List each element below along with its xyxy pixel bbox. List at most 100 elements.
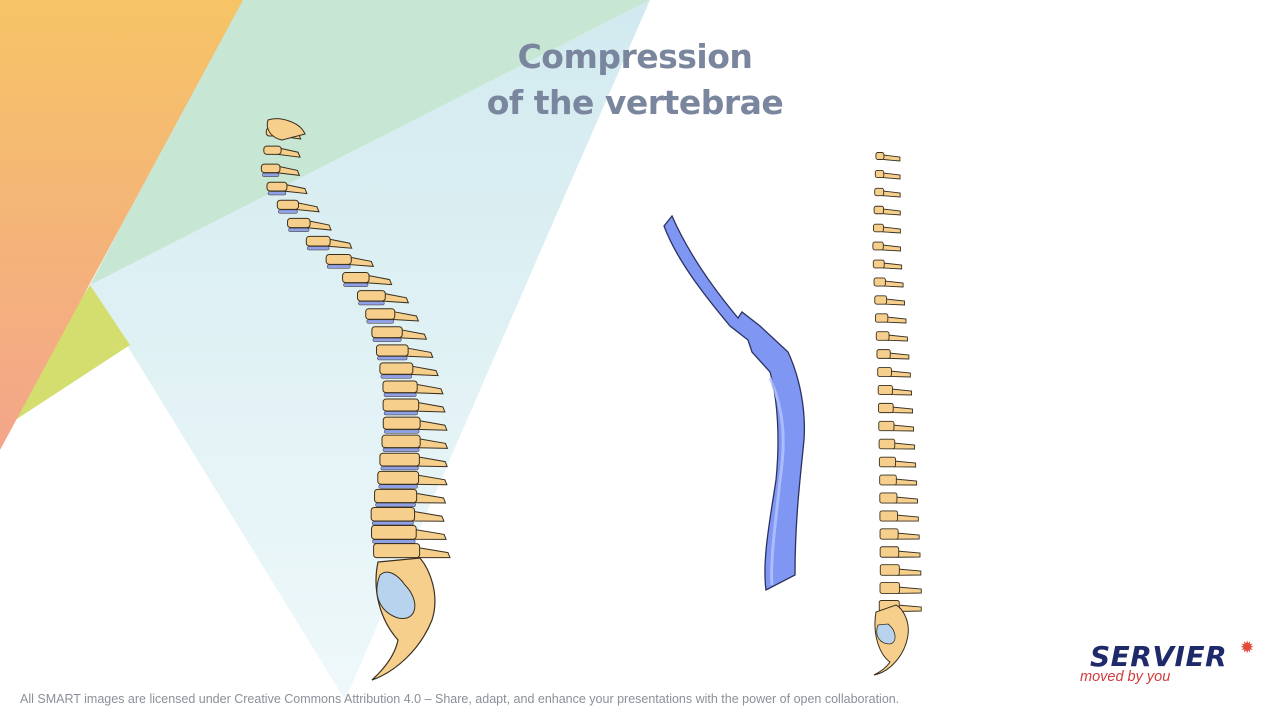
separated-vertebra	[877, 385, 912, 396]
spinous-process	[881, 226, 901, 234]
separated-vertebra	[878, 456, 917, 468]
vertebral-body	[879, 582, 900, 594]
logo-tagline: moved by you	[1080, 669, 1171, 685]
intervertebral-disc	[380, 374, 413, 379]
spinous-process	[895, 532, 920, 540]
vertebral-body	[878, 420, 895, 432]
vertebra	[373, 543, 451, 559]
vertebral-body	[379, 362, 414, 375]
separated-vertebra	[879, 528, 920, 540]
spinous-process	[882, 154, 901, 162]
separated-vertebrae-illustration	[872, 152, 922, 676]
vertebral-body	[879, 510, 898, 522]
vertebra	[382, 398, 446, 416]
vertebra	[260, 163, 301, 177]
separated-vertebra	[878, 402, 914, 414]
intervertebral-disc	[383, 411, 418, 416]
servier-logo: SERVIER ✹ moved by you	[1080, 638, 1260, 690]
vertebral-body	[874, 169, 885, 179]
separated-vertebra	[875, 331, 908, 342]
vertebral-body	[879, 564, 900, 576]
vertebral-body	[872, 259, 885, 269]
vertebral-body	[381, 434, 421, 449]
intervertebral-disc	[307, 246, 330, 251]
separated-vertebra	[879, 564, 922, 576]
vertebral-body	[371, 326, 403, 339]
vertebral-body	[878, 438, 896, 450]
vertebral-body	[877, 385, 893, 395]
intervertebral-disc	[267, 191, 287, 196]
vertebra	[365, 308, 420, 324]
compressed-column-illustration	[663, 214, 806, 592]
vertebral-body	[879, 546, 900, 558]
atlas-vertebra	[266, 118, 306, 141]
vertebra	[276, 199, 320, 214]
vertebra	[382, 416, 448, 434]
vertebral-body	[382, 416, 421, 430]
vertebra	[342, 272, 393, 287]
spinous-process	[891, 406, 914, 414]
spinous-process	[882, 262, 903, 270]
vertebral-body	[875, 331, 890, 341]
vertebra	[375, 344, 434, 361]
vertebral-body	[357, 290, 386, 302]
vertebral-body	[379, 452, 420, 467]
vertebral-body	[287, 217, 311, 229]
vertebra	[266, 181, 308, 196]
vertebral-body	[879, 528, 899, 540]
vertebral-body	[877, 367, 892, 377]
column-highlight	[768, 377, 785, 586]
spinous-process	[882, 190, 901, 198]
spinous-process	[896, 568, 922, 576]
separated-vertebra	[875, 152, 901, 162]
spinous-process	[886, 316, 907, 324]
vertebral-body	[873, 205, 884, 215]
title-line-1: Compression	[517, 37, 753, 76]
spinous-process	[894, 478, 918, 486]
vertebral-body	[266, 181, 288, 192]
separated-vertebra	[874, 187, 901, 198]
bg-shape-lime	[0, 285, 130, 430]
vertebral-body	[342, 272, 370, 284]
separated-vertebra	[879, 492, 918, 504]
separated-vertebra	[873, 277, 904, 288]
spinous-process	[896, 550, 921, 558]
vertebral-body	[276, 199, 299, 210]
vertebral-body	[374, 488, 418, 504]
vertebral-body	[878, 456, 896, 468]
intervertebral-disc	[262, 172, 280, 177]
vertebral-body	[874, 187, 885, 197]
vertebra	[371, 525, 447, 544]
vertebral-body	[876, 349, 891, 359]
intervertebral-disc	[366, 319, 395, 324]
intervertebral-disc	[380, 466, 419, 471]
intervertebral-disc	[288, 227, 310, 232]
separated-vertebra	[873, 223, 901, 234]
spinous-process	[881, 244, 901, 252]
vertebra	[371, 326, 428, 342]
vertebral-body	[879, 492, 898, 504]
sacral-foramen	[376, 571, 416, 619]
vertebral-body	[875, 313, 889, 323]
vertebral-body	[872, 241, 884, 251]
vertebral-body	[375, 344, 409, 357]
title-line-2: of the vertebrae	[486, 83, 784, 122]
separated-vertebra	[874, 295, 905, 306]
intervertebral-disc	[371, 521, 414, 526]
separated-vertebra	[879, 546, 921, 558]
vertebral-body	[875, 152, 885, 160]
spinous-process	[894, 496, 918, 504]
vertebral-body	[260, 163, 281, 174]
spinous-process	[889, 370, 911, 378]
slide-title: Compression of the vertebrae	[440, 34, 830, 126]
license-footer: All SMART images are licensed under Crea…	[20, 692, 900, 706]
vertebral-body	[879, 474, 897, 486]
intervertebral-disc	[343, 282, 369, 287]
separated-vertebra	[878, 420, 915, 432]
intervertebral-disc	[384, 429, 420, 434]
vertebra	[374, 488, 447, 507]
sacral-foramen	[876, 623, 896, 645]
intervertebral-disc	[358, 301, 385, 306]
spinous-process	[893, 460, 917, 468]
